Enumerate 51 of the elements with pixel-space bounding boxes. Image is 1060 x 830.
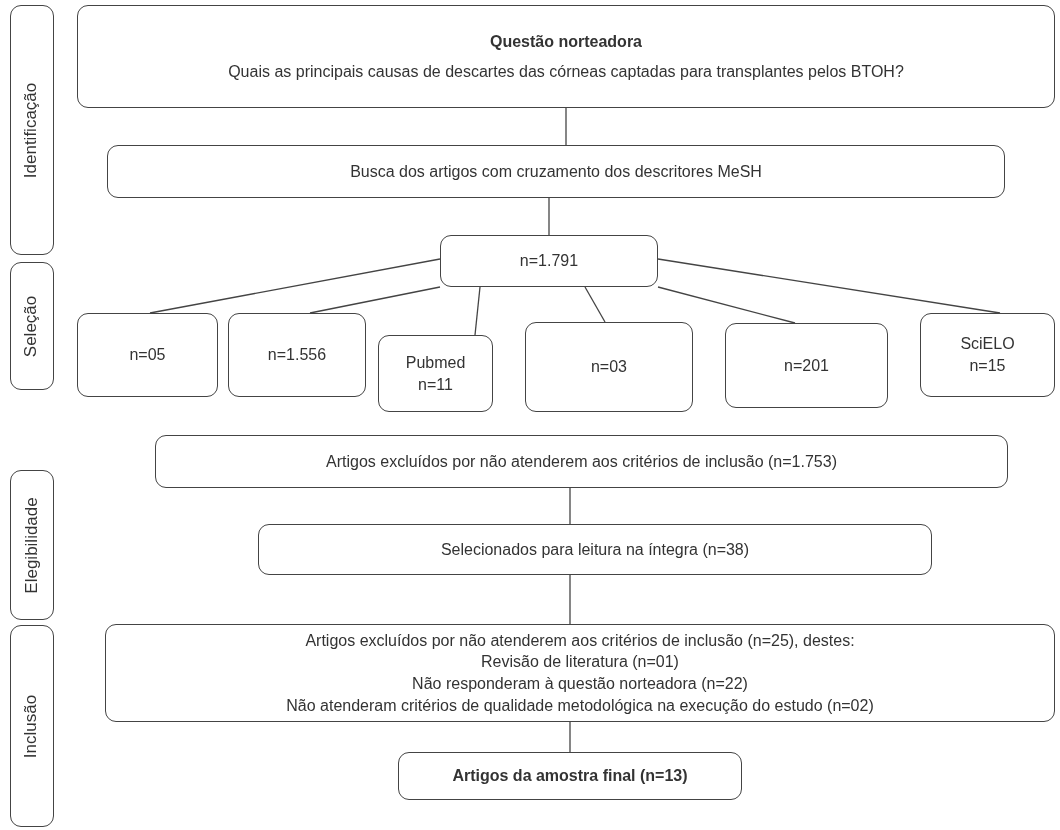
phase-band (10, 470, 54, 620)
box-text: n=05 (129, 345, 166, 366)
connector-line (569, 487, 571, 525)
process-box (258, 524, 932, 575)
process-box (378, 335, 493, 412)
box-text: n=1.791 (519, 251, 579, 272)
process-box (77, 313, 218, 397)
connector-line (657, 258, 1001, 314)
box-text: SciELO (960, 334, 1015, 355)
phase-band (10, 5, 54, 255)
connector-line (149, 258, 441, 314)
process-box (440, 235, 658, 287)
box-text: n=11 (418, 374, 453, 395)
process-box (228, 313, 366, 397)
connector-line (569, 574, 571, 625)
phase-label: Identificação (20, 82, 42, 178)
process-box (525, 322, 693, 412)
heading: Questão norteadora (490, 31, 642, 52)
box-text: n=15 (969, 356, 1006, 376)
process-box (920, 313, 1055, 397)
process-box (77, 5, 1055, 108)
connector-line (565, 107, 567, 146)
phase-band (10, 625, 54, 827)
process-box (398, 752, 742, 800)
phase-label: Elegibilidade (20, 496, 42, 594)
box-text: n=1.556 (267, 345, 327, 366)
connector-line (657, 286, 796, 324)
box-text: Não atenderam critérios de qualidade metodológica na execução do estudo (n=02) (286, 695, 874, 716)
connector-line (569, 721, 571, 753)
connector-line (584, 286, 606, 323)
box-text: Quais as principais causas de descartes das córneas captadas para transplantes pelos BTOH? (228, 61, 904, 82)
box-text: Artigos da amostra final (n=13) (452, 766, 688, 787)
box-text: Selecionados para leitura na íntegra (n=38) (440, 539, 750, 560)
box-text: Artigos excluídos por não atenderem aos critérios de inclusão (n=1.753) (326, 451, 837, 472)
process-box (155, 435, 1008, 488)
box-text: Artigos excluídos por não atenderem aos critérios de inclusão (n=25), destes: (305, 630, 855, 651)
box-text: Pubmed (405, 352, 466, 373)
connector-line (474, 286, 481, 336)
phase-band (10, 262, 54, 390)
phase-label: Seleção (20, 295, 42, 357)
connector-line (548, 197, 550, 236)
phase-label: Inclusão (20, 694, 42, 758)
box-text: Busca dos artigos com cruzamento dos descritores MeSH (350, 161, 762, 182)
process-box (107, 145, 1005, 198)
process-box (725, 323, 888, 408)
box-text: Revisão de literatura (n=01) (481, 652, 679, 673)
box-text: Não responderam à questão norteadora (n=22) (412, 674, 748, 694)
box-text: n=201 (784, 355, 829, 376)
connector-line (309, 286, 441, 314)
process-box (105, 624, 1055, 722)
box-text: n=03 (590, 357, 627, 378)
